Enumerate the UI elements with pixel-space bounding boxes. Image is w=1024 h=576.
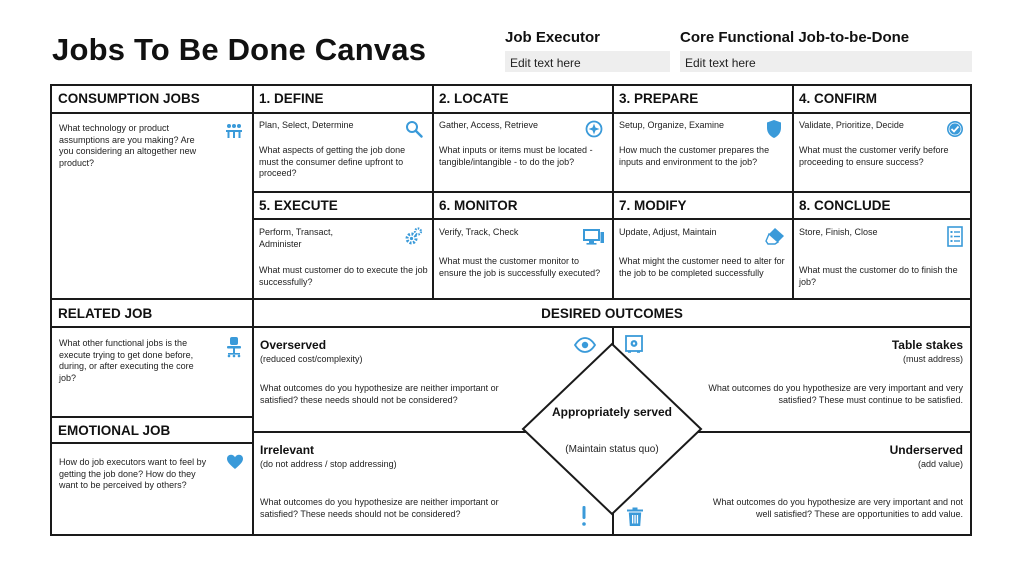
shield-icon [765, 119, 783, 139]
divider [52, 416, 252, 418]
overserved-text: What outcomes do you hypothesize are nei… [260, 383, 499, 405]
underserved-sub: (add value) [917, 459, 963, 469]
eye-icon [574, 336, 596, 354]
table-stakes-sub: (must address) [902, 354, 963, 364]
irrelevant-text: What outcomes do you hypothesize are nei… [260, 497, 499, 519]
safe-icon [625, 335, 643, 353]
step-execute-verbs: Perform, Transact, Administer [259, 227, 334, 249]
step-modify-verbs: Update, Adjust, Maintain [619, 227, 717, 237]
heart-icon [226, 453, 244, 471]
irrelevant-title: Irrelevant [260, 443, 315, 457]
consumption-jobs-title: CONSUMPTION JOBS [58, 91, 200, 106]
underserved-title: Underserved [889, 443, 963, 457]
divider [252, 191, 970, 193]
related-job-text: What other functional jobs is the execut… [59, 338, 194, 383]
table-stakes-text: What outcomes do you hypothesize are ver… [708, 383, 963, 405]
step-define-title: 1. DEFINE [259, 91, 324, 106]
underserved-text: What outcomes do you hypothesize are ver… [712, 497, 963, 519]
check-badge-icon [946, 120, 964, 138]
job-executor-field[interactable]: Edit text here [505, 51, 670, 72]
divider [252, 218, 970, 220]
divider [792, 86, 794, 298]
step-conclude-question: What must the customer do to finish the … [799, 265, 958, 287]
step-define-verbs: Plan, Select, Determine [259, 120, 354, 130]
step-locate-title: 2. LOCATE [439, 91, 509, 106]
step-execute-question: What must customer do to execute the job… [259, 265, 428, 287]
page-title: Jobs To Be Done Canvas [52, 32, 427, 67]
step-modify-title: 7. MODIFY [619, 198, 687, 213]
appropriately-served-diamond [521, 342, 703, 516]
step-define-question: What aspects of getting the job done mus… [259, 145, 406, 178]
job-executor-label: Job Executor [505, 29, 601, 46]
step-prepare-title: 3. PREPARE [619, 91, 699, 106]
divider [52, 298, 970, 300]
step-confirm-question: What must the customer verify before pro… [799, 145, 949, 167]
step-modify-question: What might the customer need to alter fo… [619, 256, 785, 278]
step-locate-question: What inputs or items must be located - t… [439, 145, 593, 167]
step-execute-title: 5. EXECUTE [259, 198, 338, 213]
divider [612, 86, 614, 298]
gears-icon [405, 227, 423, 245]
emotional-job-text: How do job executors want to feel by get… [59, 457, 207, 490]
core-job-field[interactable]: Edit text here [680, 51, 972, 72]
step-prepare-question: How much the customer prepares the input… [619, 145, 770, 167]
divider [52, 442, 252, 444]
search-icon [405, 120, 423, 138]
divider [432, 86, 434, 298]
overserved-title: Overserved [260, 338, 327, 352]
divider [52, 112, 970, 114]
irrelevant-sub: (do not address / stop addressing) [260, 459, 397, 469]
monitor-icon [583, 228, 605, 246]
step-prepare-verbs: Setup, Organize, Examine [619, 120, 725, 130]
compass-icon [585, 120, 603, 138]
divider [252, 86, 254, 534]
trash-icon [626, 507, 644, 527]
step-monitor-question: What must the customer monitor to ensure… [439, 256, 601, 278]
chair-icon [225, 336, 243, 358]
appropriately-served-sub: (Maintain status quo) [565, 444, 659, 455]
step-confirm-title: 4. CONFIRM [799, 91, 878, 106]
step-conclude-title: 8. CONCLUDE [799, 198, 891, 213]
emotional-job-title: EMOTIONAL JOB [58, 423, 171, 438]
step-conclude-verbs: Store, Finish, Close [799, 227, 878, 237]
checklist-icon [947, 226, 965, 247]
overserved-sub: (reduced cost/complexity) [260, 354, 363, 364]
appropriately-served-title: Appropriately served [551, 405, 673, 419]
step-locate-verbs: Gather, Access, Retrieve [439, 120, 539, 130]
exclamation-icon [575, 505, 593, 527]
table-stakes-title: Table stakes [891, 338, 963, 352]
step-monitor-verbs: Verify, Track, Check [439, 227, 519, 237]
related-job-title: RELATED JOB [58, 306, 153, 321]
eraser-icon [765, 227, 785, 245]
step-monitor-title: 6. MONITOR [439, 198, 518, 213]
divider [52, 326, 970, 328]
consumption-jobs-text: What technology or product assumptions a… [59, 123, 197, 168]
core-job-label: Core Functional Job-to-be-Done [680, 29, 910, 46]
desired-outcomes-title: DESIRED OUTCOMES [541, 306, 683, 321]
step-confirm-verbs: Validate, Prioritize, Decide [799, 120, 904, 130]
team-icon [225, 122, 243, 140]
